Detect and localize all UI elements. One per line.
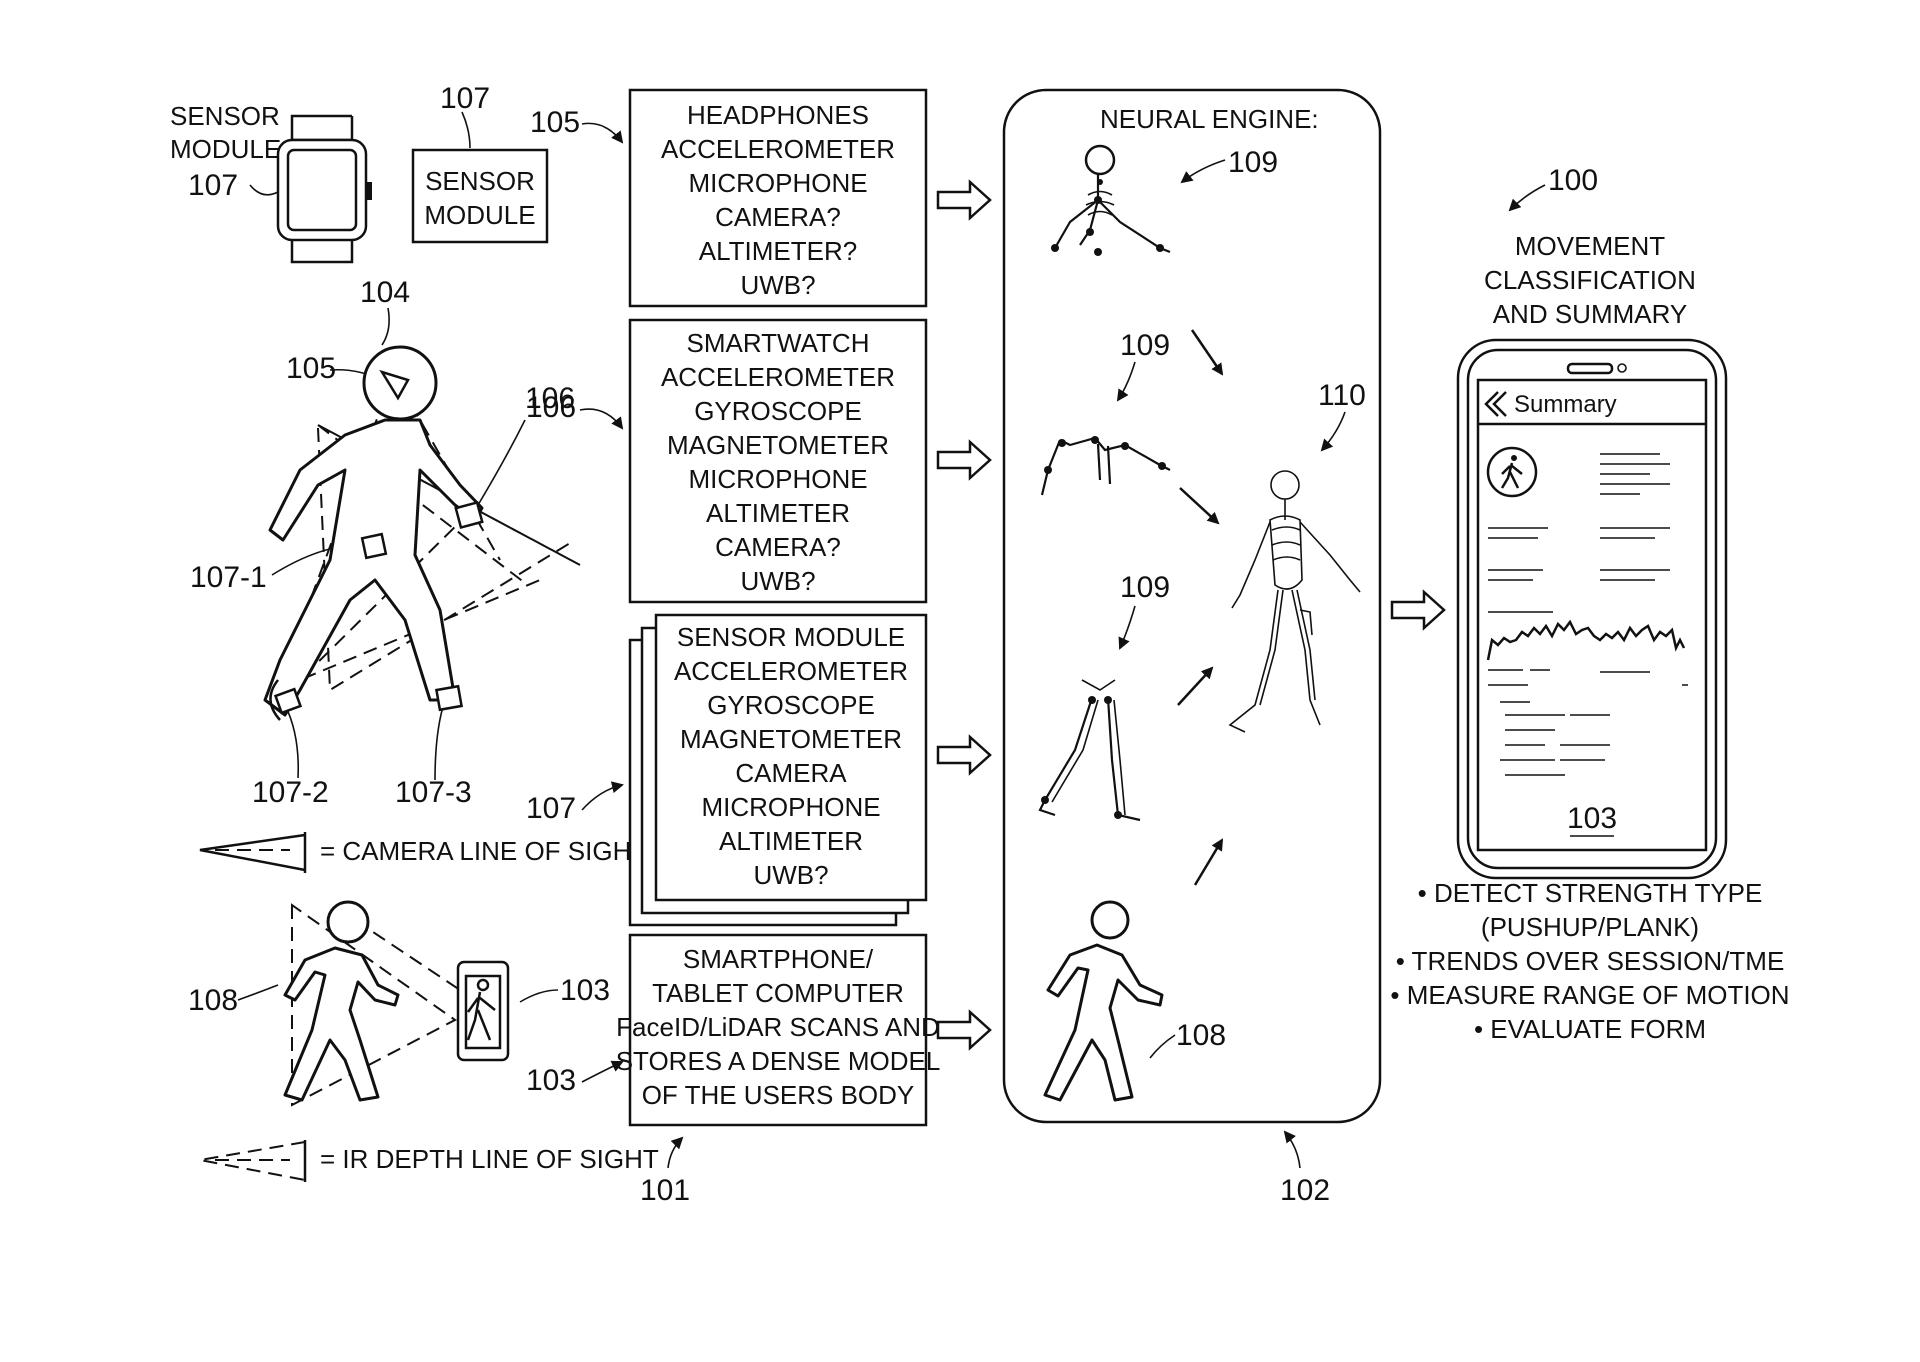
walking-person-icon <box>1043 900 1164 1102</box>
module-ref: 107 <box>440 82 490 115</box>
box3-line4: MAGNETOMETER <box>680 724 902 754</box>
box1-line1: HEADPHONES <box>687 100 869 130</box>
box1-line3: MICROPHONE <box>688 168 867 198</box>
ref-108-engine: 108 <box>1176 1019 1226 1052</box>
summary-bullet-1: • DETECT STRENGTH TYPE <box>1418 878 1763 908</box>
box2-line5: MICROPHONE <box>688 464 867 494</box>
summary-panel: 100 MOVEMENT CLASSIFICATION AND SUMMARY … <box>1390 164 1789 1044</box>
ref-107-box: 107 <box>526 792 576 825</box>
ref-102: 102 <box>1280 1174 1330 1207</box>
box2-line8: UWB? <box>740 566 815 596</box>
summary-heading-line2: CLASSIFICATION <box>1484 265 1696 295</box>
legend-camera: = CAMERA LINE OF SIGHT <box>199 832 647 873</box>
ref-108-scan: 108 <box>188 984 238 1017</box>
box3-line2: ACCELEROMETER <box>674 656 908 686</box>
box4-line2: TABLET COMPUTER <box>652 978 904 1008</box>
box3-line1: SENSOR MODULE <box>677 622 905 652</box>
summary-heading-line1: MOVEMENT <box>1515 231 1665 261</box>
ref-106-label: 106 <box>525 382 575 415</box>
ref-100: 100 <box>1548 164 1598 197</box>
box4-line4: STORES A DENSE MODEL <box>616 1046 941 1076</box>
box1-line6: UWB? <box>740 270 815 300</box>
neural-engine-panel: NEURAL ENGINE: 109 109 <box>1002 88 1382 1124</box>
box4-line1: SMARTPHONE/ <box>683 944 874 974</box>
summary-bullet-4: • EVALUATE FORM <box>1474 1014 1706 1044</box>
sensor-box-module: 107 SENSOR MODULE ACCELEROMETER GYROSCOP… <box>526 613 928 927</box>
sensor-box-smartwatch: 106 SMARTWATCH ACCELEROMETER GYROSCOPE M… <box>526 318 928 604</box>
summary-bullet-2: • TRENDS OVER SESSION/TME <box>1396 946 1785 976</box>
box4-line3: FaceID/LiDAR SCANS AND <box>616 1012 940 1042</box>
summary-screen-title: Summary <box>1514 391 1617 418</box>
sensor-module-device: 107 SENSOR MODULE <box>411 82 549 244</box>
box4-line5: OF THE USERS BODY <box>642 1080 915 1110</box>
summary-phone-ref: 103 <box>1567 802 1617 835</box>
ref-103-box: 103 <box>526 1064 576 1097</box>
box3-line3: GYROSCOPE <box>707 690 875 720</box>
box3-line8: UWB? <box>753 860 828 890</box>
box2-line6: ALTIMETER <box>706 498 850 528</box>
ref-106-box: 106 <box>526 391 576 424</box>
block-arrows-left <box>936 179 992 1051</box>
watch-label-line2: MODULE <box>170 134 281 164</box>
ref-107-2: 107-2 <box>252 776 329 809</box>
summary-heading-line3: AND SUMMARY <box>1493 299 1688 329</box>
ref-109-b: 109 <box>1120 329 1170 362</box>
watch-label-line1: SENSOR <box>170 101 280 131</box>
ref-104: 104 <box>360 276 410 309</box>
summary-bullet-1b: (PUSHUP/PLANK) <box>1481 912 1699 942</box>
ref-110: 110 <box>1318 379 1366 412</box>
box3-line6: MICROPHONE <box>701 792 880 822</box>
legend-ir-label: = IR DEPTH LINE OF SIGHT <box>320 1144 659 1174</box>
box1-line5: ALTIMETER? <box>699 236 857 266</box>
skeleton-legs <box>1038 679 1141 822</box>
skeleton-upper-body <box>1051 144 1171 256</box>
ref-103-phone: 103 <box>560 974 610 1007</box>
neural-engine-title: NEURAL ENGINE: <box>1100 104 1319 134</box>
ref-107-1: 107-1 <box>190 561 267 594</box>
engine-ref-102: 102 <box>1280 1130 1330 1207</box>
box2-line1: SMARTWATCH <box>687 328 870 358</box>
box2-line3: GYROSCOPE <box>694 396 862 426</box>
smartwatch-device: SENSOR MODULE 107 <box>170 101 372 264</box>
module-label-line2: MODULE <box>424 200 535 230</box>
legend-camera-label: = CAMERA LINE OF SIGHT <box>320 836 647 866</box>
box1-line2: ACCELEROMETER <box>661 134 895 164</box>
summary-bullet-3: • MEASURE RANGE OF MOTION <box>1390 980 1789 1010</box>
ref-109-a: 109 <box>1228 146 1278 179</box>
ref-101: 101 <box>640 1174 690 1207</box>
ref-109-c: 109 <box>1120 571 1170 604</box>
box2-line4: MAGNETOMETER <box>667 430 889 460</box>
ref-107-3: 107-3 <box>395 776 472 809</box>
sensor-box-smartphone: 103 SMARTPHONE/ TABLET COMPUTER FaceID/L… <box>526 933 941 1127</box>
group-ref-101: 101 <box>640 1136 690 1207</box>
sensor-box-headphones: 105 HEADPHONES ACCELEROMETER MICROPHONE … <box>530 88 928 308</box>
box2-line7: CAMERA? <box>715 532 841 562</box>
box3-line7: ALTIMETER <box>719 826 863 856</box>
legend-ir: = IR DEPTH LINE OF SIGHT <box>199 1140 659 1182</box>
scan-figure: 108 103 <box>188 900 610 1107</box>
module-label-line1: SENSOR <box>425 166 535 196</box>
walking-person-figure: 104 105 106 107-1 107-2 107-3 <box>190 276 581 809</box>
skeleton-full-body <box>1228 470 1361 733</box>
box3-line5: CAMERA <box>735 758 847 788</box>
box1-line4: CAMERA? <box>715 202 841 232</box>
ref-105-box: 105 <box>530 106 580 139</box>
block-arrow-right <box>1390 589 1446 631</box>
box2-line2: ACCELEROMETER <box>661 362 895 392</box>
skeleton-arms <box>1040 436 1171 496</box>
watch-ref: 107 <box>188 169 238 202</box>
ref-105: 105 <box>286 352 336 385</box>
